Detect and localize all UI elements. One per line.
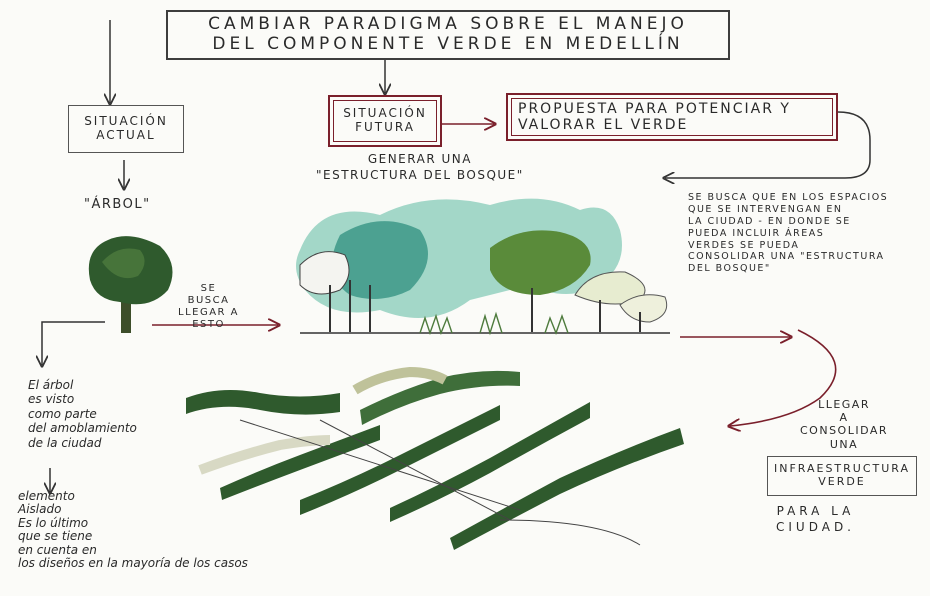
situacion-futura-text: SITUACIÓN FUTURA: [343, 107, 427, 135]
grid-path-3: [500, 520, 640, 545]
situacion-actual-box: SITUACIÓN ACTUAL: [68, 105, 184, 153]
situacion-futura-box: SITUACIÓN FUTURA: [328, 95, 442, 147]
title-box: CAMBIAR PARADIGMA SOBRE EL MANEJO DEL CO…: [166, 10, 730, 60]
arbol-visto-note: El árbol es visto como parte del amoblam…: [28, 378, 137, 450]
arrow-tree-to-notes: [42, 322, 105, 365]
propuesta-text: PROPUESTA PARA POTENCIAR Y VALORAR EL VE…: [518, 101, 791, 133]
se-busca-espacios-note: SE BUSCA QUE EN LOS ESPACIOS QUE SE INTE…: [688, 192, 888, 275]
situacion-actual-text: SITUACIÓN ACTUAL: [84, 115, 168, 143]
tree-illustration: [89, 236, 173, 333]
elemento-aislado-note: elemento Aislado Es lo último que se tie…: [18, 490, 248, 571]
tree-grid-illustration: [186, 371, 684, 550]
forest-illustration: [296, 199, 670, 333]
para-la-ciudad-label: PARA LA CIUDAD.: [776, 504, 855, 535]
infraestructura-text: INFRAESTRUCTURA VERDE: [774, 463, 910, 488]
title-text: CAMBIAR PARADIGMA SOBRE EL MANEJO DEL CO…: [208, 15, 688, 54]
infraestructura-box: INFRAESTRUCTURA VERDE: [767, 456, 917, 496]
arbol-label: "ÁRBOL": [84, 197, 151, 212]
propuesta-box: PROPUESTA PARA POTENCIAR Y VALORAR EL VE…: [506, 93, 838, 141]
llegar-consolidar-label: LLEGAR A CONSOLIDAR UNA: [800, 398, 888, 451]
se-busca-llegar-note: SE BUSCA LLEGAR A ESTO: [178, 283, 239, 331]
generar-label: GENERAR UNA "ESTRUCTURA DEL BOSQUE": [316, 152, 524, 183]
